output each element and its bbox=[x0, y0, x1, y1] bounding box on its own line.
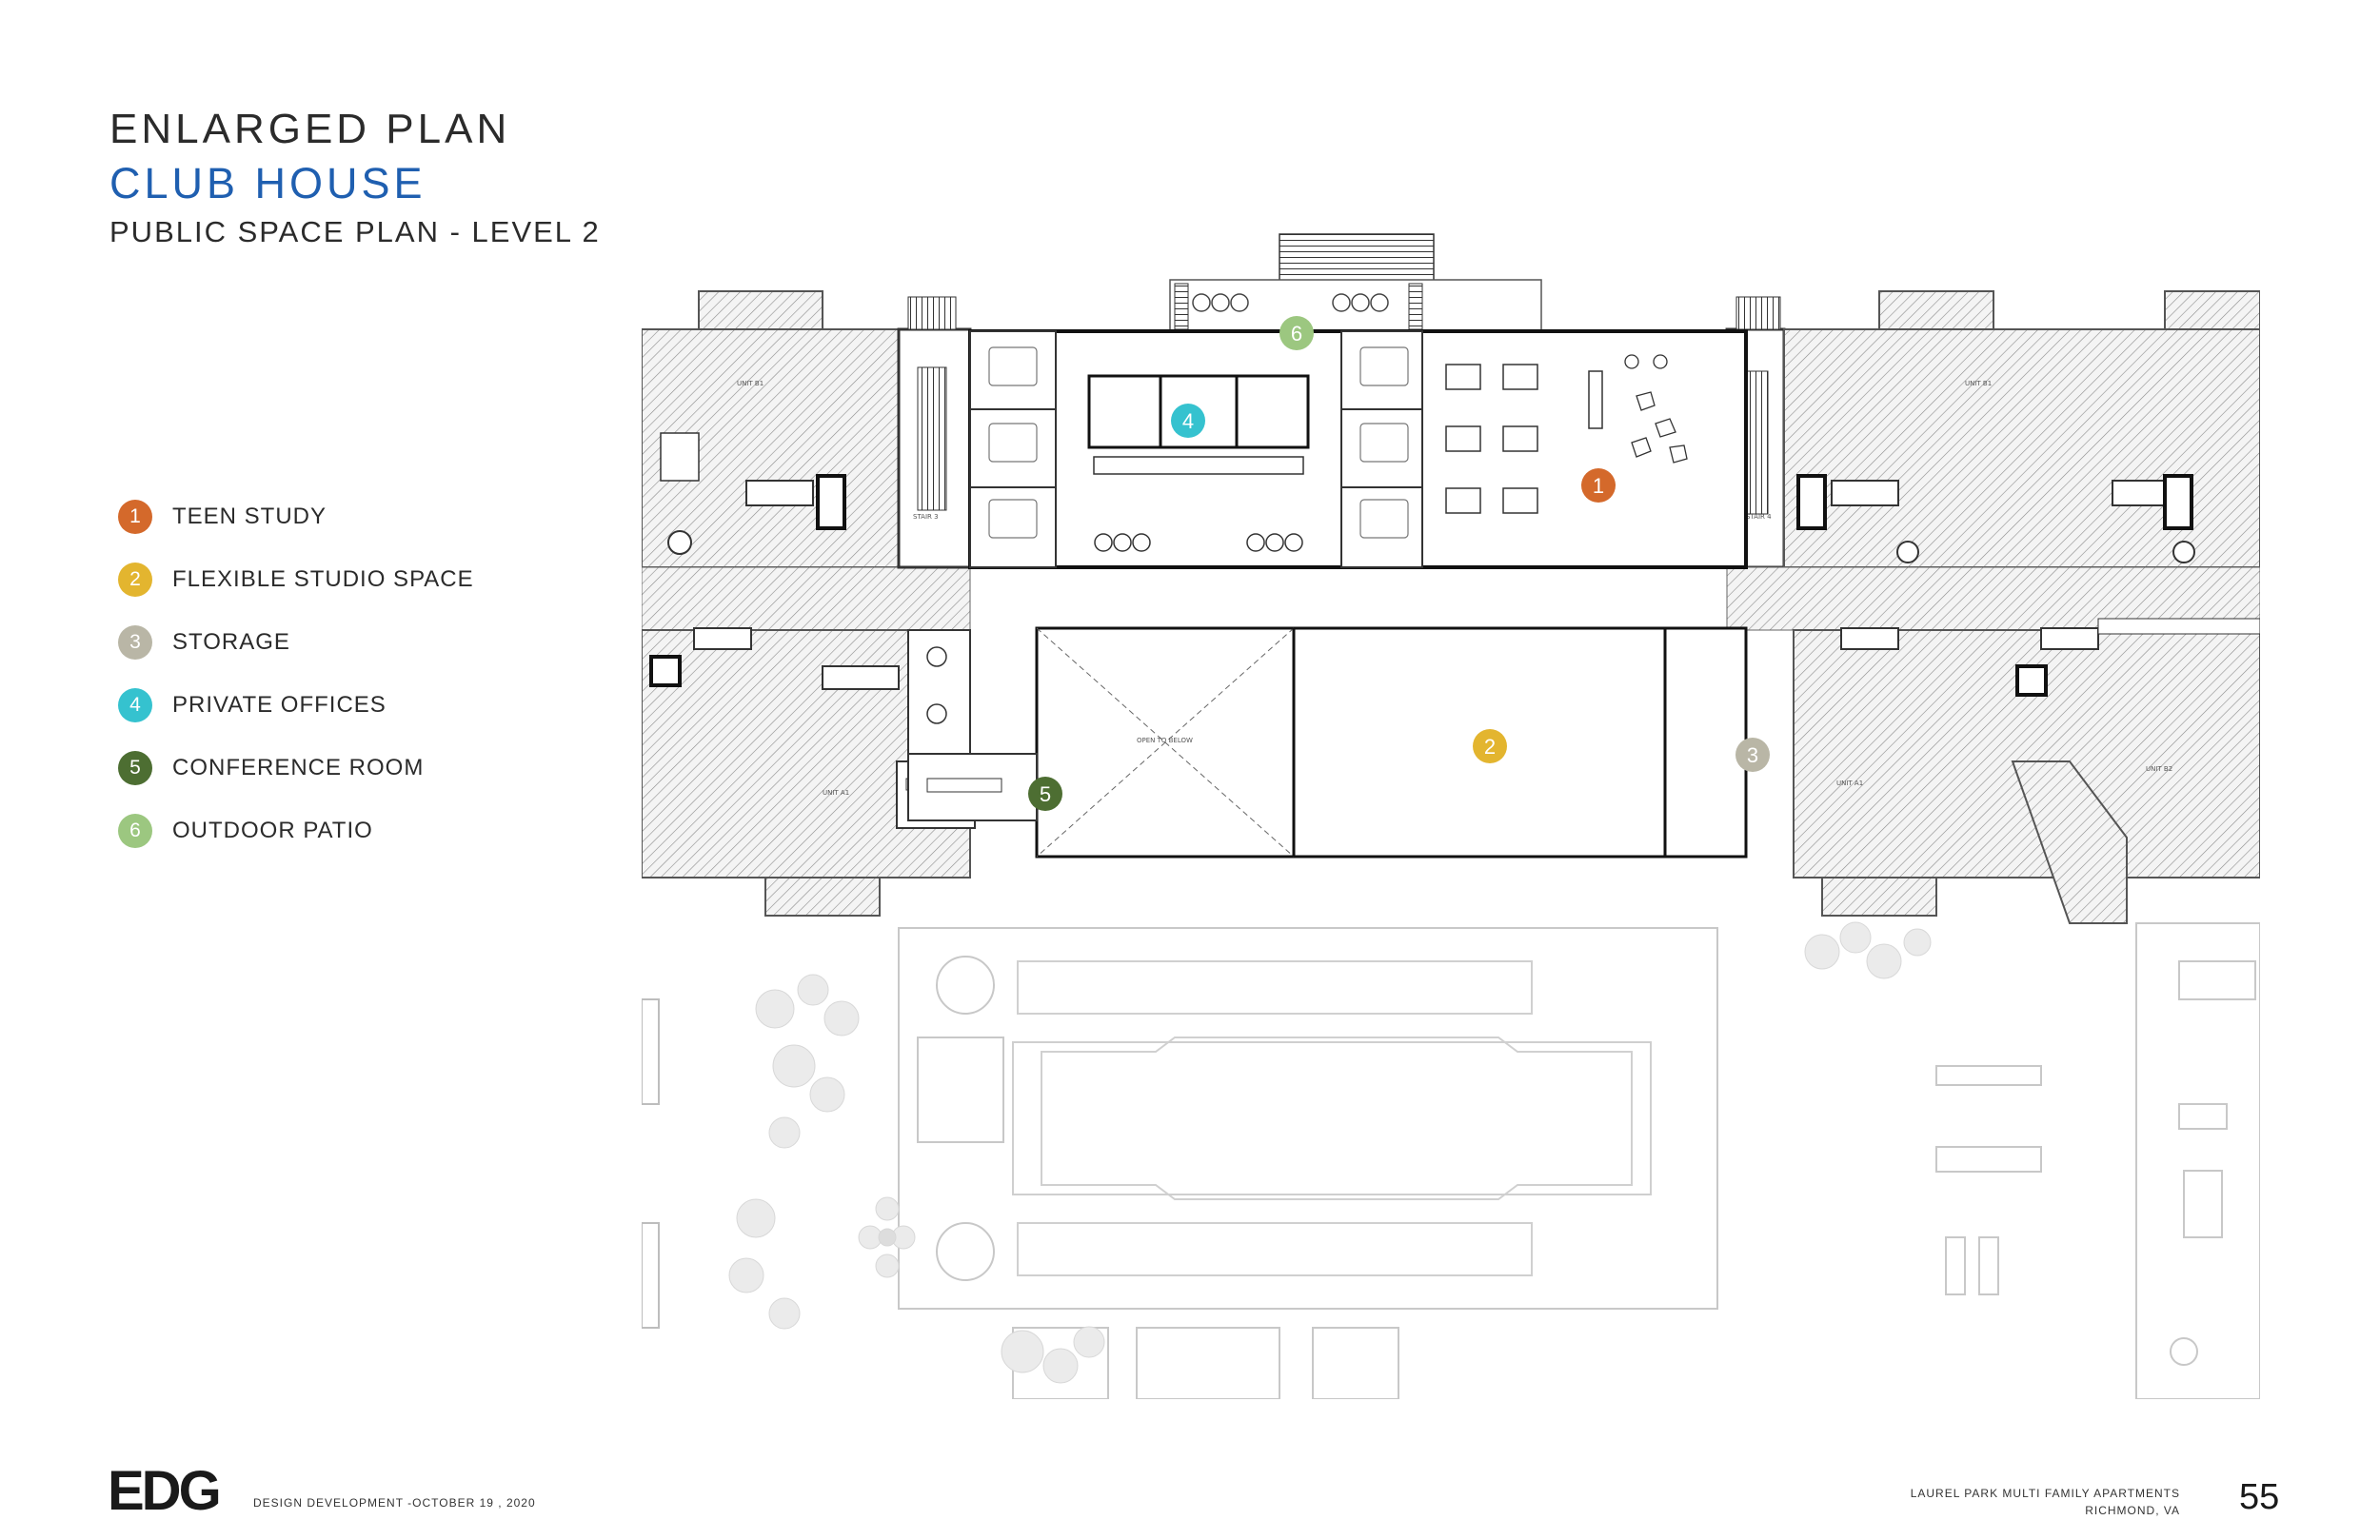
clubhouse-lower: OPEN TO BELOW bbox=[907, 626, 1748, 859]
site-landscaping bbox=[728, 921, 1932, 1384]
unit-label: UNIT A1 bbox=[823, 789, 849, 797]
svg-text:3: 3 bbox=[1747, 743, 1758, 767]
project-location: RICHMOND, VA bbox=[2085, 1504, 2180, 1517]
edg-logo: EDG bbox=[108, 1460, 222, 1522]
legend-item-storage: 3 STORAGE bbox=[118, 611, 474, 674]
legend-item-flexible-studio: 2 FLEXIBLE STUDIO SPACE bbox=[118, 548, 474, 611]
svg-text:5: 5 bbox=[1040, 782, 1051, 806]
svg-text:6: 6 bbox=[1291, 322, 1302, 346]
legend-label: PRIVATE OFFICES bbox=[172, 692, 387, 718]
marker-private-offices: 4 bbox=[1171, 404, 1205, 438]
legend-label: OUTDOOR PATIO bbox=[172, 818, 373, 843]
legend-label: TEEN STUDY bbox=[172, 503, 327, 529]
legend-badge: 1 bbox=[118, 500, 152, 534]
legend-label: CONFERENCE ROOM bbox=[172, 755, 425, 780]
svg-text:2: 2 bbox=[1484, 735, 1496, 759]
legend-badge: 6 bbox=[118, 814, 152, 848]
footer-date: DESIGN DEVELOPMENT -OCTOBER 19 , 2020 bbox=[253, 1496, 536, 1510]
legend-badge: 3 bbox=[118, 625, 152, 660]
stair-label: STAIR 3 bbox=[913, 513, 939, 521]
floor-plan-drawing: UNIT B1 UNIT A1 STAIR 3 bbox=[642, 233, 2260, 1399]
legend-label: STORAGE bbox=[172, 629, 290, 655]
unit-label: UNIT B1 bbox=[737, 380, 764, 387]
page-subtitle: CLUB HOUSE bbox=[109, 159, 426, 207]
stair-label: STAIR 4 bbox=[1746, 513, 1772, 521]
legend-badge: 4 bbox=[118, 688, 152, 722]
title-block: ENLARGED PLAN CLUB HOUSE PUBLIC SPACE PL… bbox=[109, 103, 601, 253]
marker-outdoor-patio: 6 bbox=[1279, 316, 1314, 350]
left-wing: UNIT B1 UNIT A1 STAIR 3 bbox=[642, 290, 976, 917]
legend-item-private-offices: 4 PRIVATE OFFICES bbox=[118, 674, 474, 737]
page-number: 55 bbox=[2239, 1477, 2280, 1517]
project-name: LAUREL PARK MULTI FAMILY APARTMENTS bbox=[1910, 1487, 2180, 1500]
legend-item-outdoor-patio: 6 OUTDOOR PATIO bbox=[118, 800, 474, 862]
legend-item-teen-study: 1 TEEN STUDY bbox=[118, 485, 474, 548]
marker-flexible-studio: 2 bbox=[1473, 729, 1507, 763]
footer-project-info: LAUREL PARK MULTI FAMILY APARTMENTS RICH… bbox=[1911, 1485, 2180, 1519]
room-markers: 1 2 3 4 5 6 bbox=[1028, 316, 1770, 811]
page-title: ENLARGED PLAN bbox=[109, 106, 511, 152]
legend-badge: 2 bbox=[118, 563, 152, 597]
unit-label: UNIT B1 bbox=[1965, 380, 1992, 387]
svg-text:1: 1 bbox=[1593, 474, 1604, 498]
marker-teen-study: 1 bbox=[1581, 468, 1616, 503]
svg-text:4: 4 bbox=[1182, 409, 1194, 433]
site-plan bbox=[642, 922, 2260, 1399]
marker-conference-room: 5 bbox=[1028, 777, 1062, 811]
page-subsubtitle: PUBLIC SPACE PLAN - LEVEL 2 bbox=[109, 215, 601, 248]
unit-label: UNIT B2 bbox=[2146, 765, 2172, 773]
floor-plan: UNIT B1 UNIT A1 STAIR 3 bbox=[642, 228, 2260, 1399]
right-wing: UNIT B1 UNIT A1 UNIT B2 STAIR 4 bbox=[1725, 290, 2260, 924]
unit-label: UNIT A1 bbox=[1836, 780, 1863, 787]
marker-storage: 3 bbox=[1735, 738, 1770, 772]
clubhouse-upper bbox=[968, 233, 1748, 569]
legend: 1 TEEN STUDY 2 FLEXIBLE STUDIO SPACE 3 S… bbox=[118, 485, 474, 862]
open-to-below-label: OPEN TO BELOW bbox=[1137, 737, 1193, 744]
legend-label: FLEXIBLE STUDIO SPACE bbox=[172, 566, 474, 592]
legend-badge: 5 bbox=[118, 751, 152, 785]
legend-item-conference-room: 5 CONFERENCE ROOM bbox=[118, 737, 474, 800]
